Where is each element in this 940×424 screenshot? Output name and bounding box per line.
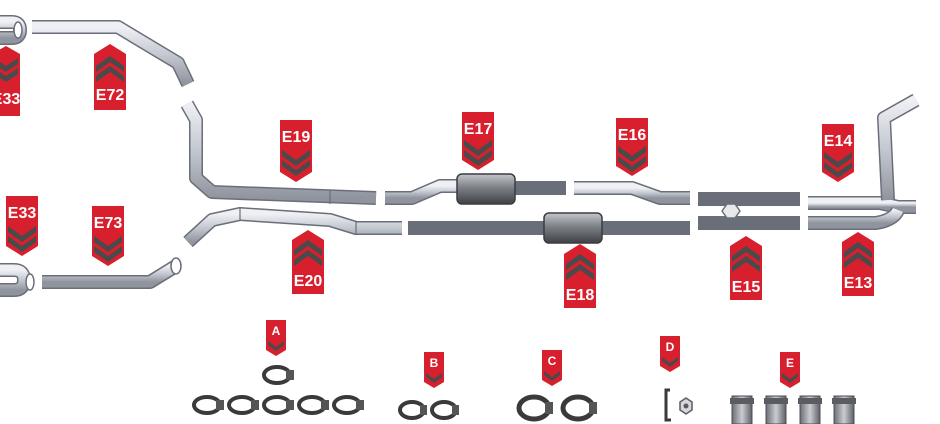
band-clamp-icon [262,365,294,385]
hardware-badge-e: E [780,352,800,388]
badge-label: E15 [732,279,761,296]
exhaust-tip-icon [730,395,754,424]
hardware-badge-b: B [424,352,444,388]
badge-e33-top: E33 [0,46,20,116]
badge-label: E16 [618,127,647,144]
badge-e33-bottom: E33 [6,196,38,256]
pipe-e33-bottom [0,263,35,297]
badge-label: E17 [464,121,493,138]
badge-e13: E13 [842,232,874,296]
muffler-e18 [543,212,603,244]
badge-label: E14 [824,133,853,150]
badge-label: E72 [96,87,125,104]
badge-label: B [430,356,439,370]
exhaust-tip-icon [832,395,856,424]
band-clamp-icon [516,394,553,422]
pipe-assembly [0,15,920,297]
pipe-e16 [574,181,690,205]
exhaust-tip-icon [798,395,822,424]
pipe-e14 [808,93,920,214]
badge-e72: E72 [94,44,126,110]
badge-label: E13 [844,275,873,292]
pipe-e13 [808,206,905,230]
badge-label: E18 [566,287,595,304]
hardware-badge-d: D [660,336,680,372]
badge-label: E [786,356,794,370]
badge-label: A [272,324,281,338]
pipe-e19 [180,100,377,205]
badge-e18: E18 [564,244,596,308]
clamp-group-b [398,400,459,420]
badge-label: E19 [282,129,311,146]
muffler-e17 [456,173,516,205]
badge-e15: E15 [730,236,762,300]
part-badges: E33 E72 E19 E17 E16 [0,44,874,308]
pipe-e15 [698,192,800,230]
band-clamp-icon [297,395,329,415]
band-clamp-icon [560,394,597,422]
badge-e19: E19 [280,120,312,182]
badge-label: E73 [94,215,123,232]
band-clamp-icon [398,400,427,420]
badge-e14: E14 [822,124,854,182]
badge-e20: E20 [292,230,324,294]
pipe-e33-top [0,15,27,45]
crossover-fitting [721,203,741,219]
badge-e16: E16 [616,118,648,176]
band-clamp-icon [227,395,259,415]
badge-label: E20 [294,273,323,290]
pipe-e17 [385,173,566,205]
clamp-group-a [192,365,364,415]
pipe-e18 [408,212,690,244]
badge-label: D [666,340,675,354]
hardware-kit: A B C D E [192,320,856,424]
badge-label: E33 [0,91,20,108]
tips-group-e [730,395,856,424]
badge-e73: E73 [92,206,124,266]
band-clamp-icon [430,400,459,420]
hardware-badge-c: C [542,350,562,386]
hex-key-icon [664,388,693,422]
badge-e17: E17 [462,112,494,170]
badge-label: E33 [8,205,37,222]
band-clamp-icon [262,395,294,415]
pipe-e72 [32,20,195,88]
pipe-e20 [183,207,402,248]
band-clamp-icon [332,395,364,415]
exhaust-tip-icon [764,395,788,424]
band-clamp-icon [192,395,224,415]
clamp-group-c [516,394,597,422]
hardware-badge-a: A [266,320,286,356]
pipe-e73 [42,257,182,289]
badge-label: C [548,354,557,368]
